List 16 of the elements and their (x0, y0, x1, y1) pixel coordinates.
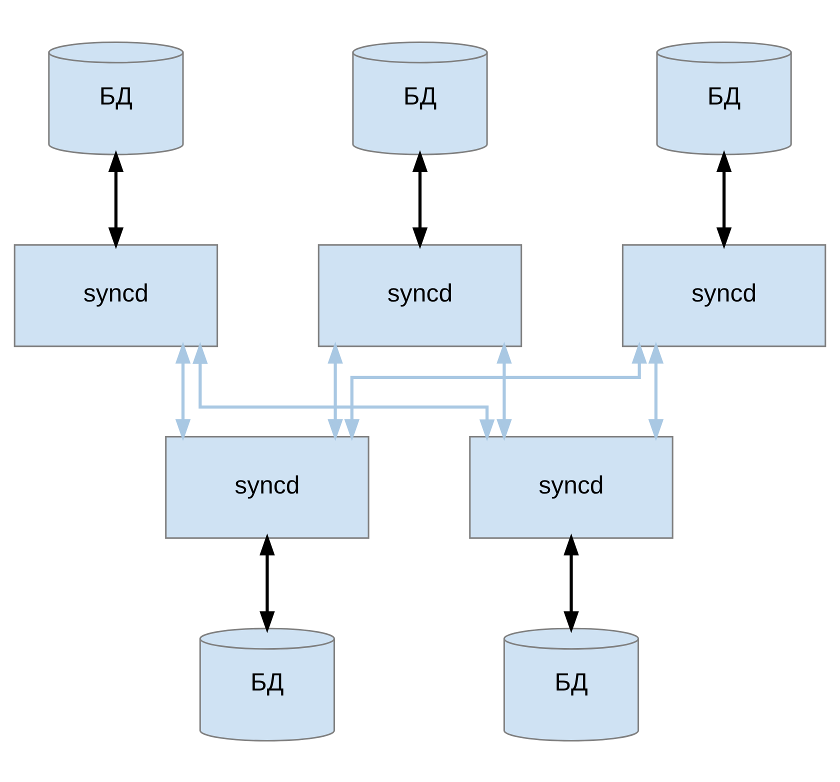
arrow (412, 150, 428, 249)
arrow (260, 532, 275, 633)
node-box: syncd (469, 435, 674, 538)
arrow (648, 341, 664, 440)
arrow (328, 341, 343, 440)
node-box: syncd (14, 244, 218, 347)
arrow (108, 150, 124, 249)
node-box: syncd (318, 244, 522, 347)
arrow (344, 341, 647, 441)
arrow (175, 341, 191, 440)
arrow (564, 532, 579, 633)
node-box: syncd (165, 435, 370, 538)
arrow (192, 342, 495, 441)
arrow (496, 341, 512, 440)
node-box: syncd (622, 244, 826, 347)
arrow (716, 150, 732, 249)
